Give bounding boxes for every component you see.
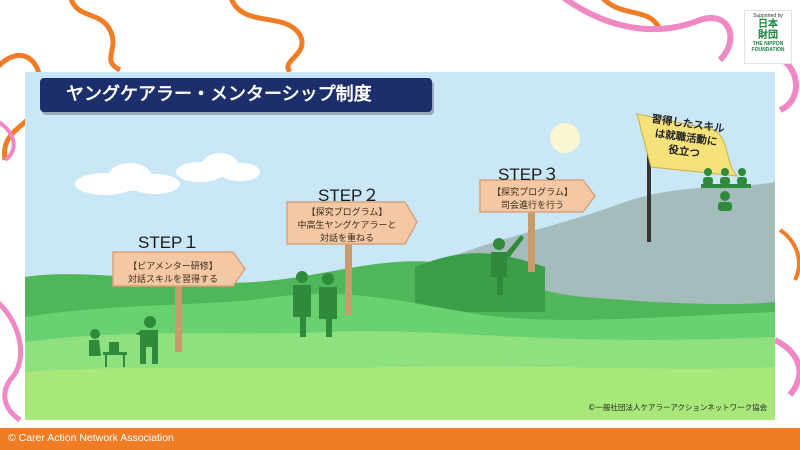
step2-label: STEP２ [318,186,380,205]
logo-supported-by: Supported by [753,13,783,19]
page-title: ヤングケアラー・メンターシップ制度 [40,78,432,112]
step2-sign-text: 【探究プログラム】 中高生ヤングケアラーと 対話を重ねる [287,207,407,246]
signpost-step3 [479,179,596,272]
step3-sign-text: 【探究プログラム】 司会進行を行う [480,187,585,213]
step2-sign-line2: 中高生ヤングケアラーと [297,221,397,231]
copyright-credit: ©一般社団法人ケアラーアクションネットワーク協会 [588,403,768,412]
landscape-illustration [25,72,775,420]
step2-sign-line3: 対話を重ねる [319,234,374,244]
step3-label: STEP３ [498,165,560,184]
cloud-icon [176,153,260,182]
signpost-step1 [112,251,246,352]
step1-figures [89,316,158,367]
sun-icon [550,123,580,153]
nippon-foundation-logo: Supported by 日本 財団 THE NIPPON FOUNDATION [744,10,792,64]
goal-flag [636,113,739,242]
footer-text: © Carer Action Network Association [8,432,174,444]
foreground-field [25,366,775,420]
step1-label: STEP１ [138,233,200,252]
step3-figure [491,235,524,295]
cloud-icon [75,163,180,195]
logo-kanji-2: 財団 [758,30,778,41]
step3-sign-line1: 【探究プログラム】 [492,188,573,198]
logo-english-2: FOUNDATION [751,47,785,53]
logo-english-1: THE NIPPON [752,41,784,47]
signpost-step2 [286,201,418,315]
step2-figures [293,271,337,337]
step1-sign-text: 【ピアメンター研修】 対話スキルを習得する [113,261,233,287]
step3-sign-line2: 司会進行を行う [500,201,564,211]
footer-bar: © Carer Action Network Association [0,428,800,450]
audience-figures [701,168,751,211]
step1-sign-line2: 対話スキルを習得する [127,275,218,285]
step2-sign-line1: 【探究プログラム】 [306,208,388,218]
step1-sign-line1: 【ピアメンター研修】 [128,262,218,272]
logo-kanji-1: 日本 [758,19,778,30]
